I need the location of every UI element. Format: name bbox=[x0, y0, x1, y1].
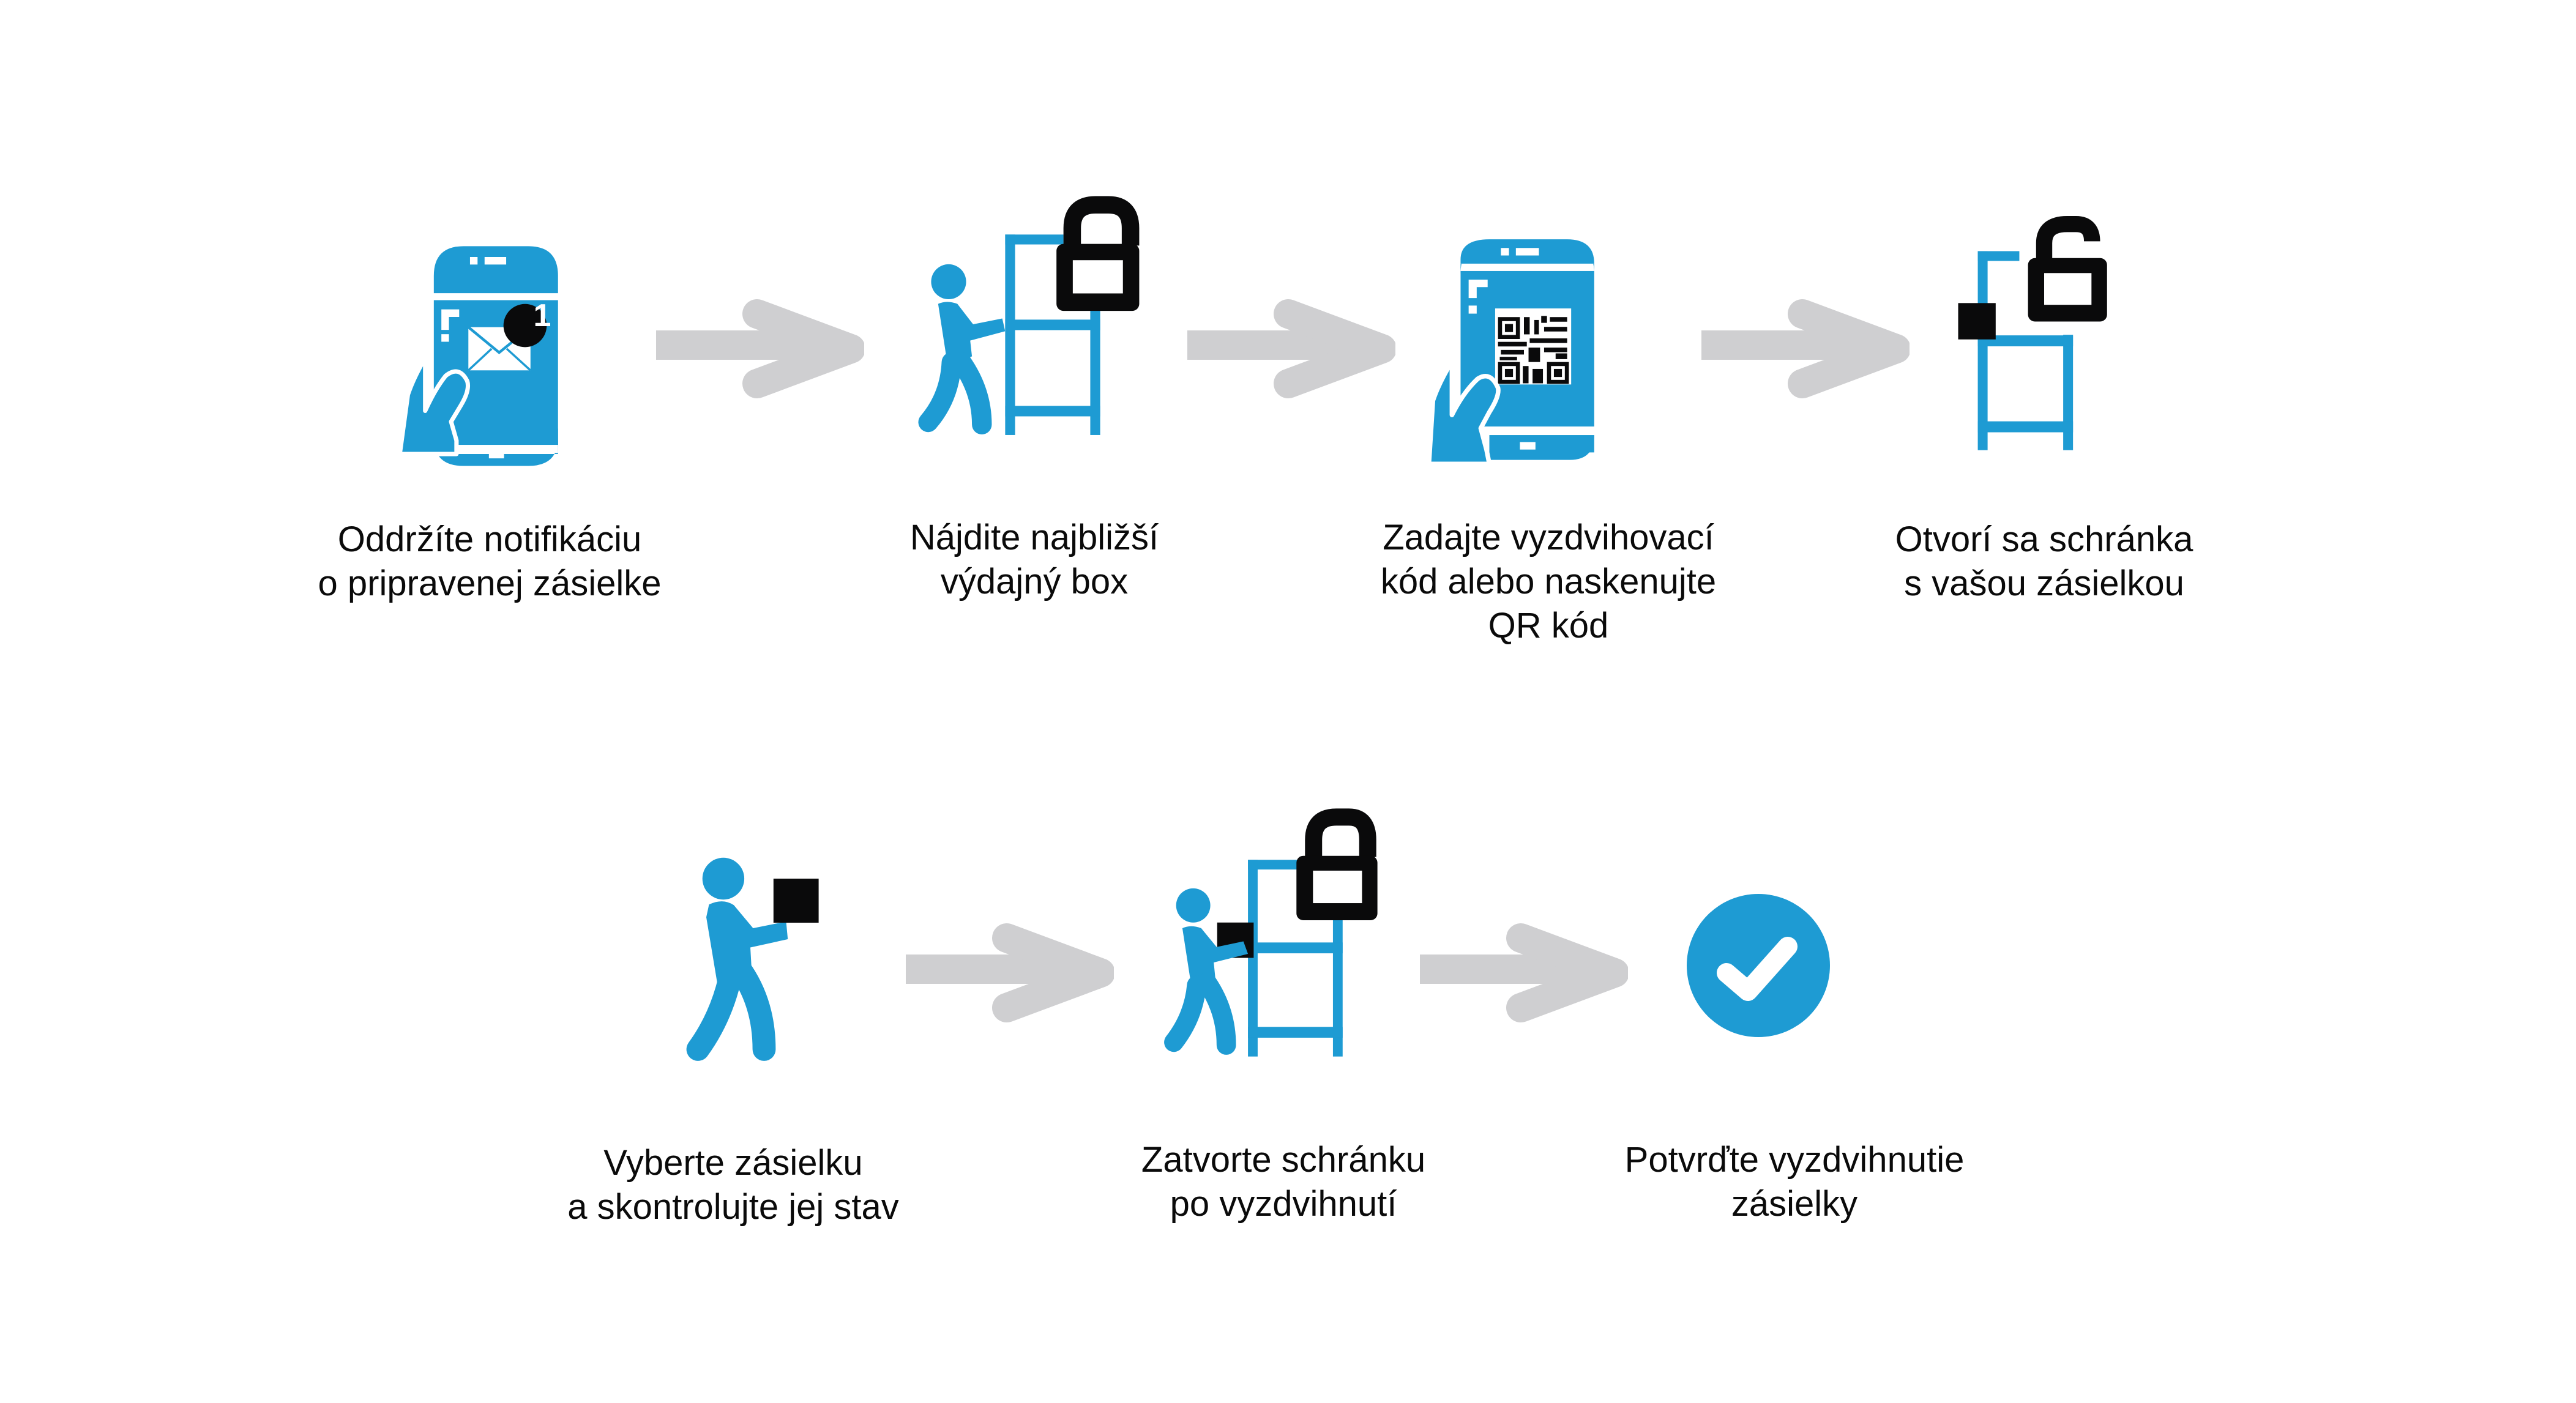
arrow-right-icon bbox=[906, 915, 1114, 1028]
caption-line: a skontrolujte jej stav bbox=[567, 1187, 899, 1227]
caption-line: Zatvorte schránku bbox=[1141, 1140, 1426, 1180]
caption-line: po vyzdvihnutí bbox=[1170, 1184, 1397, 1224]
person-closing-locked-box-icon bbox=[1157, 808, 1408, 1080]
caption-line: Oddržíte notifikáciu bbox=[337, 519, 642, 559]
arrow-right-icon bbox=[1420, 915, 1628, 1028]
caption-line: zásielky bbox=[1731, 1184, 1858, 1224]
step-caption: Zadajte vyzdvihovací kód alebo naskenujt… bbox=[1381, 516, 1716, 648]
step-caption: Oddržíte notifikáciu o pripravenej zásie… bbox=[318, 518, 662, 606]
person-at-locked-box-icon bbox=[912, 196, 1157, 453]
step-caption: Potvrďte vyzdvihnutie zásielky bbox=[1625, 1138, 1965, 1226]
caption-line: výdajný box bbox=[940, 562, 1129, 601]
step-caption: Vyberte zásielku a skontrolujte jej stav bbox=[567, 1141, 899, 1229]
step-caption: Zatvorte schránku po vyzdvihnutí bbox=[1141, 1138, 1425, 1226]
phone-notification-icon: 1 bbox=[392, 226, 575, 471]
caption-line: s vašou zásielkou bbox=[1904, 564, 2184, 603]
caption-line: Nájdite najbližší bbox=[909, 518, 1159, 557]
caption-line: o pripravenej zásielke bbox=[318, 564, 662, 603]
phone-qr-code-icon bbox=[1426, 226, 1622, 471]
check-circle-icon bbox=[1686, 893, 1831, 1038]
step-caption: Nájdite najbližší výdajný box bbox=[910, 516, 1159, 604]
caption-line: kód alebo naskenujte bbox=[1380, 562, 1717, 601]
caption-line: Potvrďte vyzdvihnutie bbox=[1624, 1140, 1965, 1180]
arrow-right-icon bbox=[656, 291, 864, 404]
caption-line: Vyberte zásielku bbox=[603, 1143, 863, 1183]
caption-line: Zadajte vyzdvihovací bbox=[1383, 518, 1714, 557]
notification-count-badge: 1 bbox=[533, 298, 551, 333]
caption-line: QR kód bbox=[1488, 606, 1609, 646]
step-caption: Otvorí sa schránka s vašou zásielkou bbox=[1895, 518, 2193, 606]
open-compartment-unlocked-icon bbox=[1943, 208, 2145, 465]
arrow-right-icon bbox=[1187, 291, 1395, 404]
arrow-right-icon bbox=[1701, 291, 1910, 404]
person-carrying-package-icon bbox=[673, 844, 838, 1089]
caption-line: Otvorí sa schránka bbox=[1895, 519, 2193, 559]
